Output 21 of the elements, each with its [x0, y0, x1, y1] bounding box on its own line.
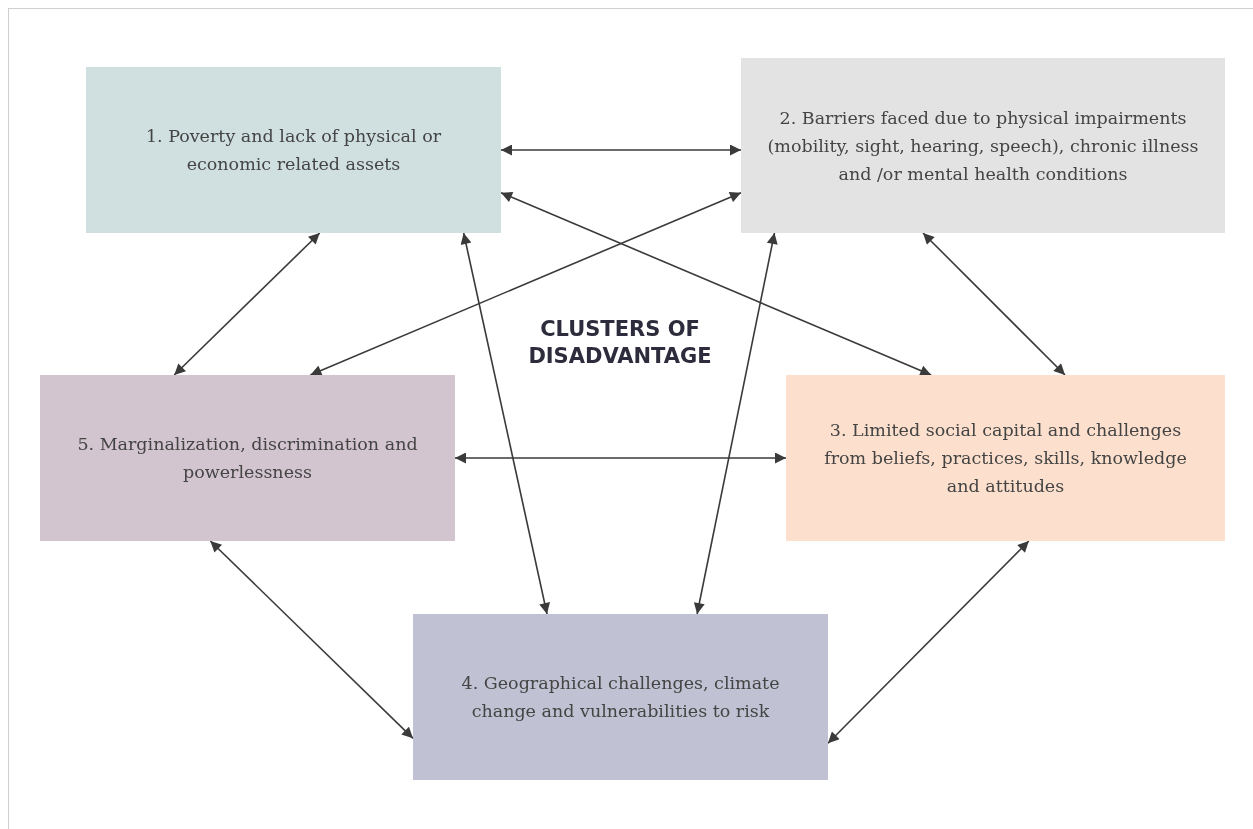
box-text: 5. Marginalization, discrimination and powerlessness: [76, 433, 419, 484]
double-arrow: [827, 540, 1030, 744]
box-text: 4. Geographical challenges, climate change and vulnerabilities to risk: [460, 672, 781, 723]
double-arrow: [454, 452, 787, 464]
double-arrow: [209, 540, 414, 740]
double-arrow: [693, 232, 778, 615]
cluster-box: [741, 58, 1225, 233]
diagram-heading: CLUSTERS OF DISADVANTAGE: [527, 316, 713, 371]
double-arrow: [922, 232, 1066, 376]
box-text: 3. Limited social capital and challenges from beliefs, practices, skills, knowledge and attitudes: [823, 419, 1188, 498]
double-arrow: [460, 232, 550, 615]
box-text: 1. Poverty and lack of physical or economic related assets: [144, 125, 443, 176]
double-arrow: [500, 144, 742, 156]
double-arrow: [309, 191, 742, 376]
cluster-box: [786, 375, 1225, 541]
box-text: 2. Barriers faced due to physical impairments (mobility, sight, hearing, speech), chronic illness and /or mental health conditions: [766, 106, 1200, 186]
double-arrow: [500, 191, 932, 376]
cluster-box: [413, 614, 828, 780]
double-arrow: [173, 232, 321, 376]
cluster-box: [40, 375, 455, 541]
cluster-box: [86, 67, 501, 233]
